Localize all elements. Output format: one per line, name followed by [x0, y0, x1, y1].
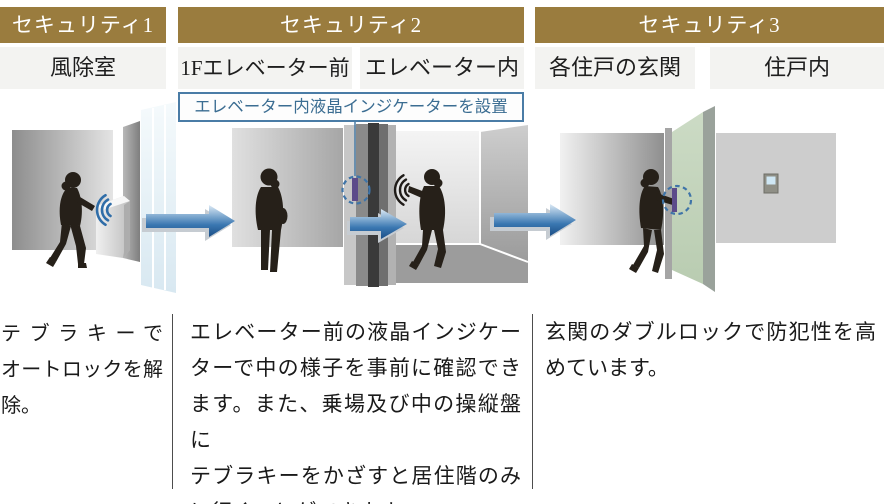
description-line: オートロックを解 [1, 359, 163, 381]
description-security3: 玄関のダブルロックで防犯性を高 めています。 [545, 314, 876, 386]
security1-title: セキュリティ1 [11, 13, 155, 37]
label-1f-elevator-hall: 1Fエレベーター前 [178, 47, 352, 89]
label-elevator-cab: エレベーター内 [360, 47, 524, 89]
security1-header-bar: セキュリティ1 [0, 7, 166, 43]
description-line: テブラキーで [1, 323, 163, 345]
lcd-indicator-icon [352, 178, 358, 201]
dashed-highlight-circle [341, 175, 371, 205]
arrow-right-icon [347, 209, 407, 243]
dashed-highlight-circle [661, 184, 693, 216]
security2-header-bar: セキュリティ2 [178, 7, 524, 43]
intercom-monitor-icon [763, 173, 779, 194]
person-silhouette-walking [46, 172, 95, 268]
security2-title: セキュリティ2 [279, 13, 423, 37]
callout-text: エレベーター内液晶インジケーターを設置 [194, 97, 508, 116]
elevator-scene [232, 122, 529, 287]
security3-title: セキュリティ3 [638, 13, 781, 37]
signal-waves-icon [95, 194, 112, 226]
windbreak-room-scene [12, 102, 176, 293]
glass-door [141, 102, 176, 293]
arrow-right-icon [490, 204, 576, 240]
column-divider [172, 314, 173, 489]
description-line: ます。また、乗場及び中の操縦盤に [190, 392, 521, 452]
label-unit-entrance: 各住戸の玄関 [535, 47, 695, 89]
hall-wall [232, 128, 343, 247]
security3-header-bar: セキュリティ3 [535, 7, 884, 43]
description-line: に行くことができます。 [190, 494, 521, 504]
entrance-door [672, 106, 715, 292]
person-silhouette-waiting [255, 168, 288, 272]
column-divider [532, 314, 533, 489]
description-security2: エレベーター前の液晶インジケー ターで中の様子を事前に確認でき ます。また、乗場… [190, 314, 521, 504]
description-line: めています。 [545, 356, 669, 380]
double-lock-icon [672, 188, 677, 212]
signal-waves-icon [393, 174, 410, 206]
elevator-door-frame [344, 123, 396, 287]
description-line: 除。 [1, 395, 41, 417]
description-line: テブラキーをかざすと居住階のみ [190, 464, 521, 488]
person-silhouette-in-cab [408, 169, 446, 270]
label-windbreak-room: 風除室 [0, 47, 166, 89]
entrance-scene [560, 106, 836, 292]
description-line: エレベーター前の液晶インジケー [190, 320, 521, 344]
arrow-right-icon [142, 205, 235, 241]
label-inside-unit: 住戸内 [710, 47, 884, 89]
person-silhouette-at-door [629, 169, 677, 273]
description-line: ターで中の様子を事前に確認でき [190, 356, 521, 380]
keyless-reader-icon [96, 196, 130, 258]
elevator-indicator-callout: エレベーター内液晶インジケーターを設置 [178, 92, 524, 122]
description-line: 玄関のダブルロックで防犯性を高 [545, 320, 876, 344]
description-security1: テブラキーで オートロックを解 除。 [1, 316, 163, 424]
